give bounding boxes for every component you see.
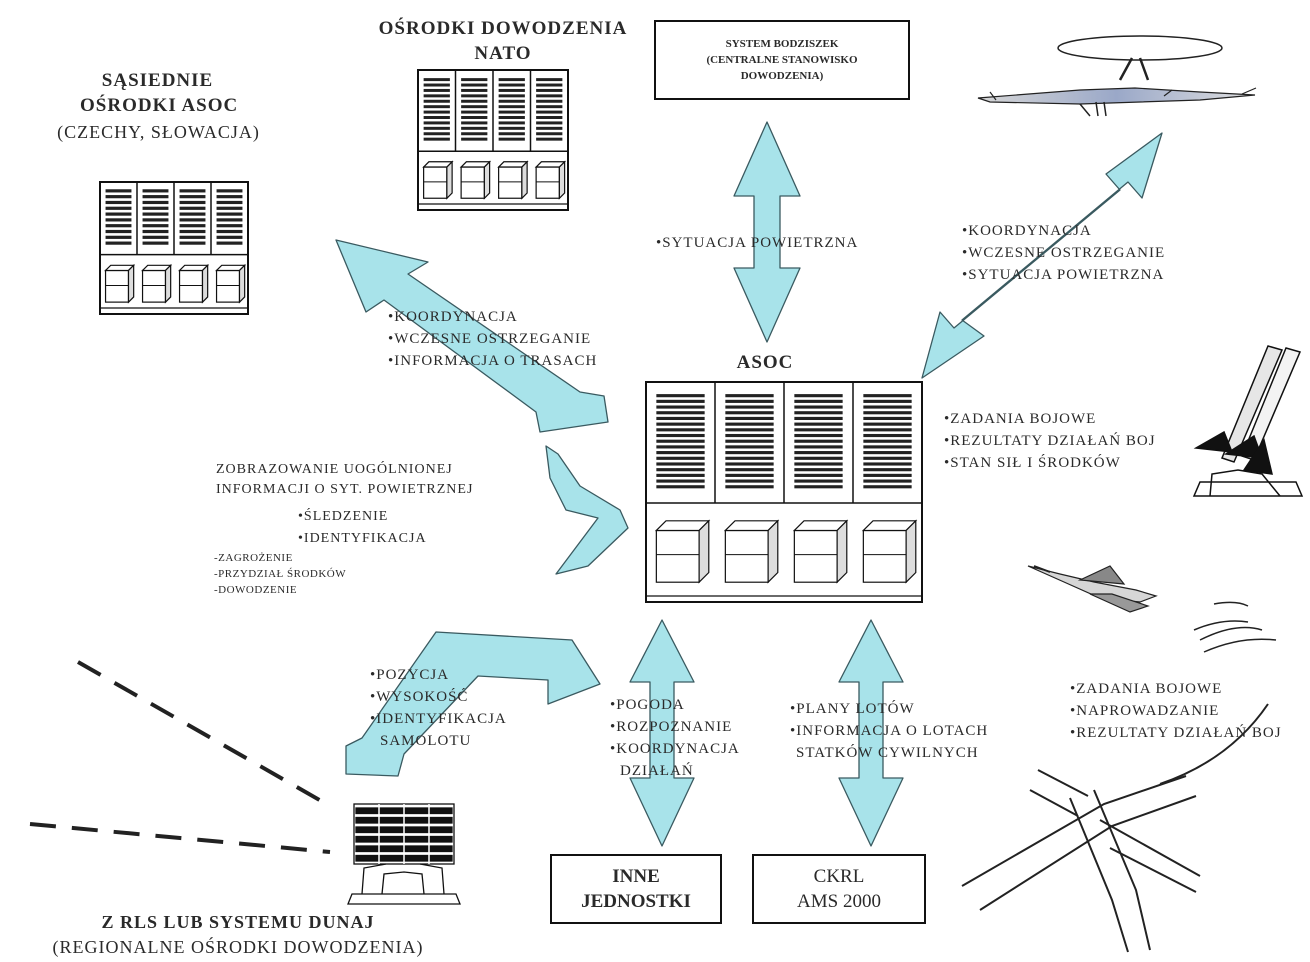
asoc-title: ASOC bbox=[736, 352, 794, 373]
display-flow-dashes: -ZAGROŻENIE-PRZYDZIAŁ ŚRODKÓW-DOWODZENIE bbox=[214, 552, 347, 596]
neighbors-subtitle: (CZECHY, SŁOWACJA) bbox=[57, 122, 260, 142]
neighbors-flow-labels: •KOORDYNACJA•WCZESNE OSTRZEGANIE•INFORMA… bbox=[388, 309, 598, 369]
radar-flow-labels: •POZYCJA•WYSOKOŚĆ•IDENTYFIKACJA SAMOLOTU bbox=[370, 667, 507, 749]
radar-antenna-icon bbox=[347, 803, 461, 905]
arrow-neighbors bbox=[335, 239, 609, 433]
arrow-units bbox=[629, 619, 695, 847]
arrow-display bbox=[545, 445, 629, 575]
radar-waves-icon bbox=[1193, 601, 1277, 653]
neighbors-server-rack-icon bbox=[99, 181, 249, 315]
radar-beam bbox=[29, 660, 331, 854]
awacs-aircraft-icon bbox=[977, 35, 1257, 117]
arrow-radar bbox=[345, 631, 601, 777]
radar-source-label: Z RLS LUB SYSTEMU DUNAJ(REGIONALNE OŚROD… bbox=[52, 912, 424, 957]
fighter-jet-icon bbox=[1027, 565, 1158, 613]
airfield-runway-icon bbox=[961, 703, 1269, 953]
arrow-awacs bbox=[921, 132, 1163, 379]
central-flow-labels: •SYTUACJA POWIETRZNA bbox=[656, 235, 859, 251]
asoc-server-rack-icon bbox=[645, 381, 923, 603]
awacs-flow-labels: •KOORDYNACJA•WCZESNE OSTRZEGANIE•SYTUACJ… bbox=[962, 223, 1166, 283]
fighters-flow-labels: •ZADANIA BOJOWE•NAPROWADZANIE•REZULTATY … bbox=[1070, 681, 1282, 741]
arrow-ckrl bbox=[838, 619, 904, 847]
missile-launcher-icon bbox=[1192, 345, 1304, 497]
missiles-flow-labels: •ZADANIA BOJOWE•REZULTATY DZIAŁAŃ BOJ•ST… bbox=[944, 411, 1156, 471]
display-flow-bullets: •ŚLEDZENIE•IDENTYFIKACJA bbox=[298, 509, 427, 546]
nato-server-rack-icon bbox=[417, 69, 569, 211]
units-flow-labels: •POGODA•ROZPOZNANIE•KOORDYNACJA DZIAŁAŃ bbox=[610, 697, 740, 779]
ckrl-flow-labels: •PLANY LOTÓW•INFORMACJA O LOTACH STATKÓW… bbox=[790, 701, 989, 761]
arrow-central bbox=[733, 121, 801, 343]
